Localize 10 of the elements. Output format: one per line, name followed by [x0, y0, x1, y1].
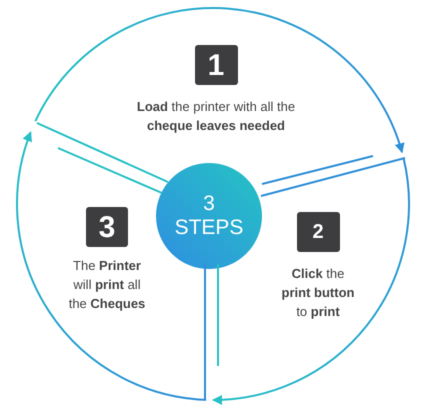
hub-title: 3 STEPS [174, 192, 244, 240]
arrow [212, 158, 410, 404]
step-number: 1 [194, 45, 238, 85]
arrow [34, 7, 404, 154]
step-number: 2 [296, 212, 340, 252]
step-description: Load the printer with all the cheque leaves needed [136, 98, 296, 135]
arrow [16, 131, 206, 401]
step-description: The Printer will print all the Cheques [68, 257, 146, 313]
step-description: Click the print button to print [280, 265, 356, 321]
step-number: 3 [86, 207, 128, 247]
